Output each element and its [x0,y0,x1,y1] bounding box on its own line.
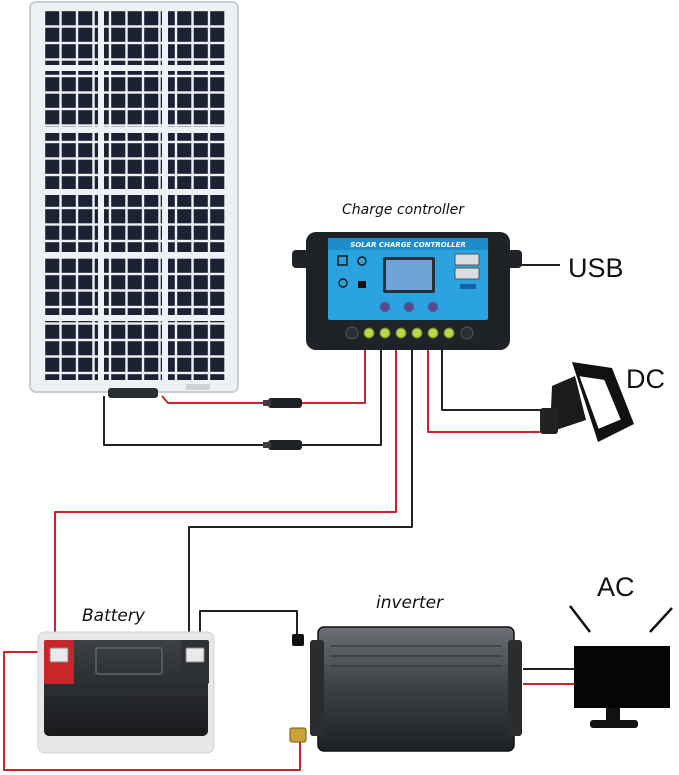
usb-label: USB [568,253,624,283]
controller-brand-label: SOLAR CHARGE CONTROLLER [350,241,466,249]
dc-label: DC [626,364,665,394]
inverter-negative-wire [199,610,298,640]
battery-icon [37,631,215,754]
charge-controller-label: Charge controller [342,202,465,218]
solar-panel-icon [29,1,239,398]
tv-monitor-icon [569,605,673,728]
battery-positive-wire [54,348,397,654]
inverter-positive-wire [3,651,301,771]
inverter-icon [289,626,522,752]
panel-negative-wire [103,348,382,446]
battery-negative-wire [188,348,413,654]
ac-label: AC [597,572,635,602]
dc-load-negative-wire [441,348,552,411]
dc-lamp-icon [540,362,634,442]
battery-label: Battery [82,606,146,626]
inverter-label: inverter [376,593,444,613]
dc-load-positive-wire [427,348,540,433]
mc4-connector-icon [263,398,302,450]
charge-controller-icon [292,232,522,350]
